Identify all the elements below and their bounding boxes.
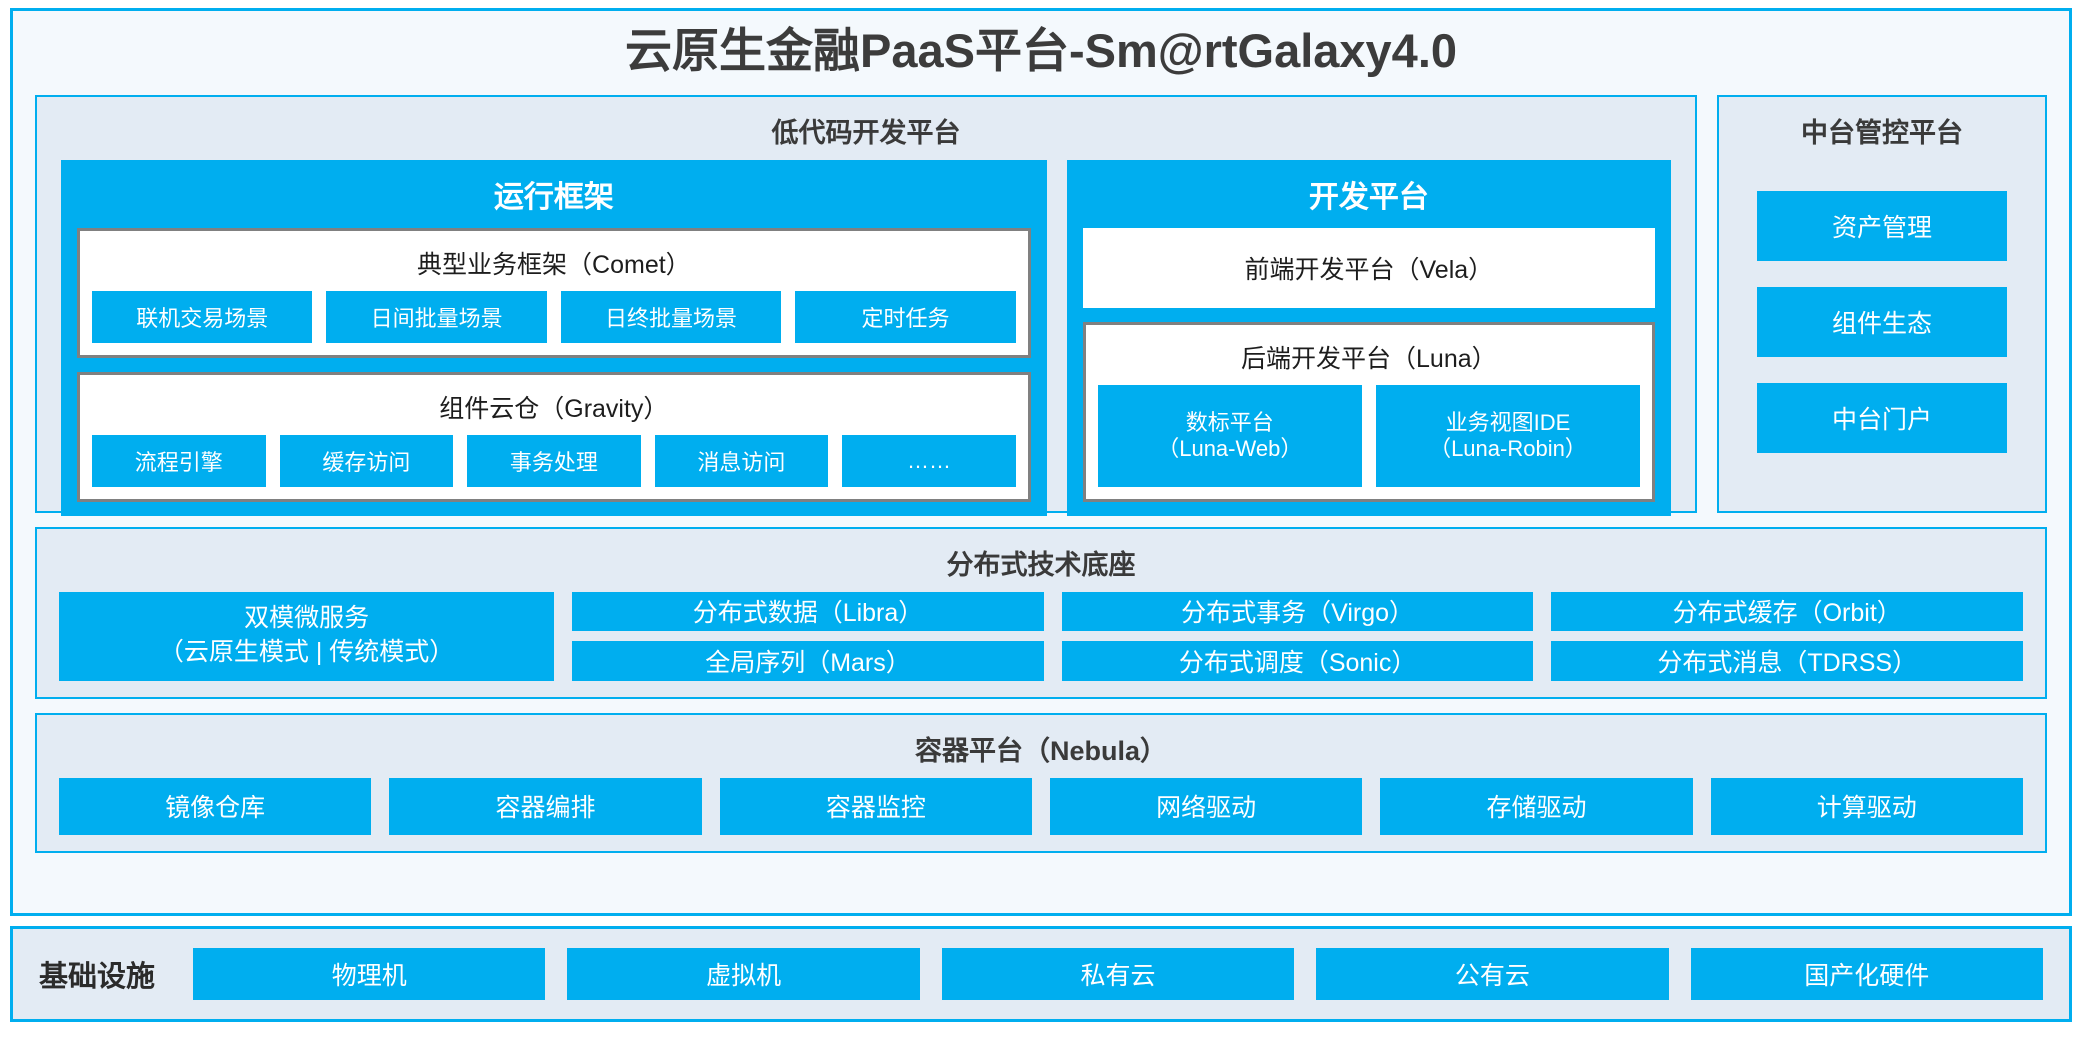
distributed-col-0: 分布式数据（Libra） 全局序列（Mars）: [572, 591, 1044, 681]
comet-item-1[interactable]: 日间批量场景: [326, 290, 547, 343]
container-platform-items: 镜像仓库 容器编排 容器监控 网络驱动 存储驱动 计算驱动: [37, 777, 2045, 851]
container-item-image-registry[interactable]: 镜像仓库: [59, 777, 372, 835]
container-item-monitoring[interactable]: 容器监控: [719, 777, 1032, 835]
midoffice-platform-title: 中台管控平台: [1801, 117, 1963, 148]
dual-mode-microservice[interactable]: 双模微服务（云原生模式 | 传统模式）: [59, 591, 555, 681]
dev-platform-card[interactable]: 开发平台 前端开发平台（Vela） 后端开发平台（Luna） 数标平台（Luna…: [1066, 159, 1671, 516]
container-item-storage-driver[interactable]: 存储驱动: [1380, 777, 1693, 835]
lowcode-platform-panel: 低代码开发平台 运行框架 典型业务框架（Comet） 联机交易场景 日间批量场景…: [35, 94, 1697, 516]
dev-platform-title: 开发平台: [1308, 180, 1429, 214]
distributed-base-body: 双模微服务（云原生模式 | 传统模式） 分布式数据（Libra） 全局序列（Ma…: [37, 591, 2045, 697]
distributed-transaction-virgo[interactable]: 分布式事务（Virgo）: [1061, 591, 1534, 632]
gravity-item-more[interactable]: ……: [842, 434, 1016, 487]
comet-item-0[interactable]: 联机交易场景: [92, 290, 313, 343]
frontend-dev-platform-vela[interactable]: 前端开发平台（Vela）: [1082, 227, 1655, 308]
infrastructure-label: 基础设施: [39, 961, 156, 993]
infrastructure-item-private-cloud[interactable]: 私有云: [941, 948, 1295, 1000]
gravity-group: 组件云仓（Gravity） 流程引擎 缓存访问 事务处理 消息访问 ……: [77, 371, 1031, 502]
comet-item-3[interactable]: 定时任务: [795, 290, 1016, 343]
gravity-item-2[interactable]: 事务处理: [467, 434, 641, 487]
luna-title: 后端开发平台（Luna）: [1241, 344, 1497, 373]
container-platform-panel: 容器平台（Nebula） 镜像仓库 容器编排 容器监控 网络驱动 存储驱动 计算…: [35, 712, 2047, 853]
comet-title: 典型业务框架（Comet）: [417, 250, 691, 279]
midoffice-item-portal[interactable]: 中台门户: [1757, 383, 2007, 454]
gravity-title: 组件云仓（Gravity）: [439, 394, 669, 423]
distributed-message-tdrss[interactable]: 分布式消息（TDRSS）: [1551, 641, 2024, 681]
infrastructure-item-virtual-machine[interactable]: 虚拟机: [567, 948, 920, 1000]
distributed-cache-orbit[interactable]: 分布式缓存（Orbit）: [1551, 591, 2024, 632]
luna-item-luna-web[interactable]: 数标平台（Luna-Web）: [1097, 384, 1362, 487]
distributed-base-title: 分布式技术底座: [946, 549, 1136, 580]
distributed-data-libra[interactable]: 分布式数据（Libra）: [572, 591, 1044, 632]
gravity-items: 流程引擎 缓存访问 事务处理 消息访问 ……: [92, 434, 1016, 487]
infrastructure-item-public-cloud[interactable]: 公有云: [1316, 948, 1669, 1000]
distributed-col-microservice: 双模微服务（云原生模式 | 传统模式）: [59, 591, 555, 681]
midoffice-items: 资产管理 组件生态 中台门户: [1719, 160, 2045, 511]
comet-group: 典型业务框架（Comet） 联机交易场景 日间批量场景 日终批量场景 定时任务: [77, 227, 1031, 358]
gravity-item-0[interactable]: 流程引擎: [92, 434, 266, 487]
global-sequence-mars[interactable]: 全局序列（Mars）: [572, 641, 1044, 681]
container-platform-title: 容器平台（Nebula）: [914, 735, 1168, 766]
platform-shell: 云原生金融PaaS平台-Sm@rtGalaxy4.0 低代码开发平台 运行框架 …: [10, 8, 2072, 916]
luna-items: 数标平台（Luna-Web） 业务视图IDE（Luna-Robin）: [1097, 384, 1641, 487]
comet-item-2[interactable]: 日终批量场景: [560, 290, 782, 343]
runtime-framework-title: 运行框架: [493, 180, 614, 214]
distributed-base-panel: 分布式技术底座 双模微服务（云原生模式 | 传统模式） 分布式数据（Libra）…: [35, 526, 2047, 699]
container-item-network-driver[interactable]: 网络驱动: [1049, 777, 1363, 835]
infrastructure-item-domestic-hardware[interactable]: 国产化硬件: [1690, 948, 2043, 1000]
page-title: 云原生金融PaaS平台-Sm@rtGalaxy4.0: [624, 24, 1458, 77]
container-item-orchestration[interactable]: 容器编排: [389, 777, 702, 835]
top-row: 低代码开发平台 运行框架 典型业务框架（Comet） 联机交易场景 日间批量场景…: [35, 94, 2047, 516]
comet-items: 联机交易场景 日间批量场景 日终批量场景 定时任务: [92, 290, 1016, 343]
infrastructure-item-physical-machine[interactable]: 物理机: [193, 948, 546, 1000]
distributed-col-2: 分布式缓存（Orbit） 分布式消息（TDRSS）: [1551, 591, 2024, 681]
luna-item-luna-robin[interactable]: 业务视图IDE（Luna-Robin）: [1375, 384, 1641, 487]
midoffice-item-asset-management[interactable]: 资产管理: [1757, 191, 2007, 262]
gravity-item-3[interactable]: 消息访问: [654, 434, 829, 487]
lowcode-platform-body: 运行框架 典型业务框架（Comet） 联机交易场景 日间批量场景 日终批量场景 …: [37, 159, 1695, 538]
distributed-col-1: 分布式事务（Virgo） 分布式调度（Sonic）: [1061, 591, 1534, 681]
midoffice-item-component-ecosystem[interactable]: 组件生态: [1757, 287, 2007, 358]
runtime-framework-card[interactable]: 运行框架 典型业务框架（Comet） 联机交易场景 日间批量场景 日终批量场景 …: [61, 159, 1047, 516]
gravity-item-1[interactable]: 缓存访问: [279, 434, 454, 487]
backend-dev-platform-luna: 后端开发平台（Luna） 数标平台（Luna-Web） 业务视图IDE（Luna…: [1082, 321, 1655, 502]
midoffice-platform-panel: 中台管控平台 资产管理 组件生态 中台门户: [1717, 94, 2047, 513]
container-item-compute-driver[interactable]: 计算驱动: [1710, 777, 2023, 835]
lowcode-platform-title: 低代码开发平台: [771, 117, 961, 148]
infrastructure-panel: 基础设施 物理机 虚拟机 私有云 公有云 国产化硬件: [10, 926, 2072, 1022]
distributed-scheduling-sonic[interactable]: 分布式调度（Sonic）: [1061, 641, 1534, 681]
